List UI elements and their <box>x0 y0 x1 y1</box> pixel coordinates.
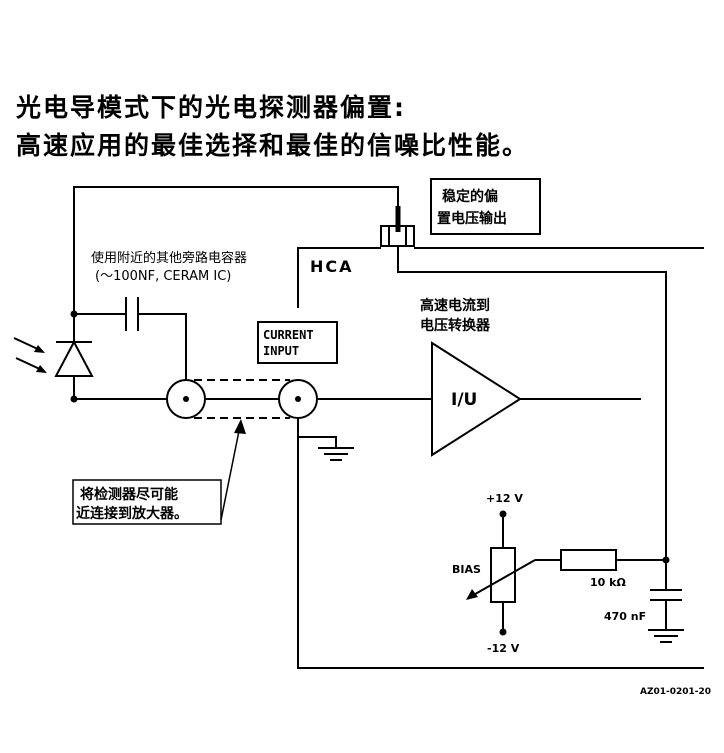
iu-label: I/U <box>451 390 477 410</box>
bypass-capacitor-wire <box>74 313 187 381</box>
minus12-label: -12 V <box>487 642 520 655</box>
minus12-node <box>499 628 507 636</box>
hca-label: HCA <box>310 257 354 276</box>
hca-enclosure-bottom <box>297 432 704 669</box>
resistor-10k <box>560 549 617 571</box>
potentiometer-wiper <box>469 559 536 598</box>
note-box <box>72 479 222 525</box>
current-input-box <box>257 321 338 364</box>
internal-bias-wire <box>397 246 667 560</box>
title-line-1: 光电导模式下的光电探测器偏置: <box>16 93 406 122</box>
bias-label: BIAS <box>452 563 481 576</box>
bias-potentiometer <box>490 547 516 603</box>
light-arrows-icon <box>13 337 47 373</box>
resistor-label: 10 kΩ <box>590 576 626 589</box>
bypass-label-2: (～100NF, CERAM IC) <box>95 269 231 284</box>
coax-connector-right-center <box>295 396 301 402</box>
stable-bias-label-2: 置电压输出 <box>437 210 507 227</box>
ground-wire <box>297 418 337 448</box>
converter-label-2: 电压转换器 <box>420 317 491 334</box>
hca-enclosure-left <box>297 247 381 308</box>
plus12-node <box>499 510 507 518</box>
iu-amplifier-icon <box>431 341 522 457</box>
bias-wire-top <box>73 186 399 314</box>
stable-bias-label-1: 稳定的偏 <box>442 188 498 205</box>
note-arrow-icon <box>234 419 246 434</box>
current-input-label-1: CURRENT <box>263 328 314 342</box>
bypass-label-1: 使用附近的其他旁路电容器 <box>91 250 247 266</box>
plus12-label: +12 V <box>486 492 523 505</box>
coax-connector-left-center <box>183 396 189 402</box>
capacitor-label: 470 nF <box>604 610 646 623</box>
wiper-arrow-icon <box>466 589 478 600</box>
converter-label-1: 高速电流到 <box>420 297 490 314</box>
title-line-2: 高速应用的最佳选择和最佳的信噪比性能。 <box>16 131 530 160</box>
figure-id: AZ01-0201-20 <box>640 687 711 697</box>
current-input-label-2: INPUT <box>263 344 299 358</box>
ground-icon-2 <box>648 629 684 643</box>
ground-icon <box>318 447 354 461</box>
note-label-1: 将检测器尽可能 <box>80 486 178 503</box>
note-pointer <box>220 425 241 521</box>
stable-bias-box <box>430 178 541 235</box>
note-label-2: 近连接到放大器。 <box>76 505 188 522</box>
photodiode-icon <box>54 339 94 377</box>
